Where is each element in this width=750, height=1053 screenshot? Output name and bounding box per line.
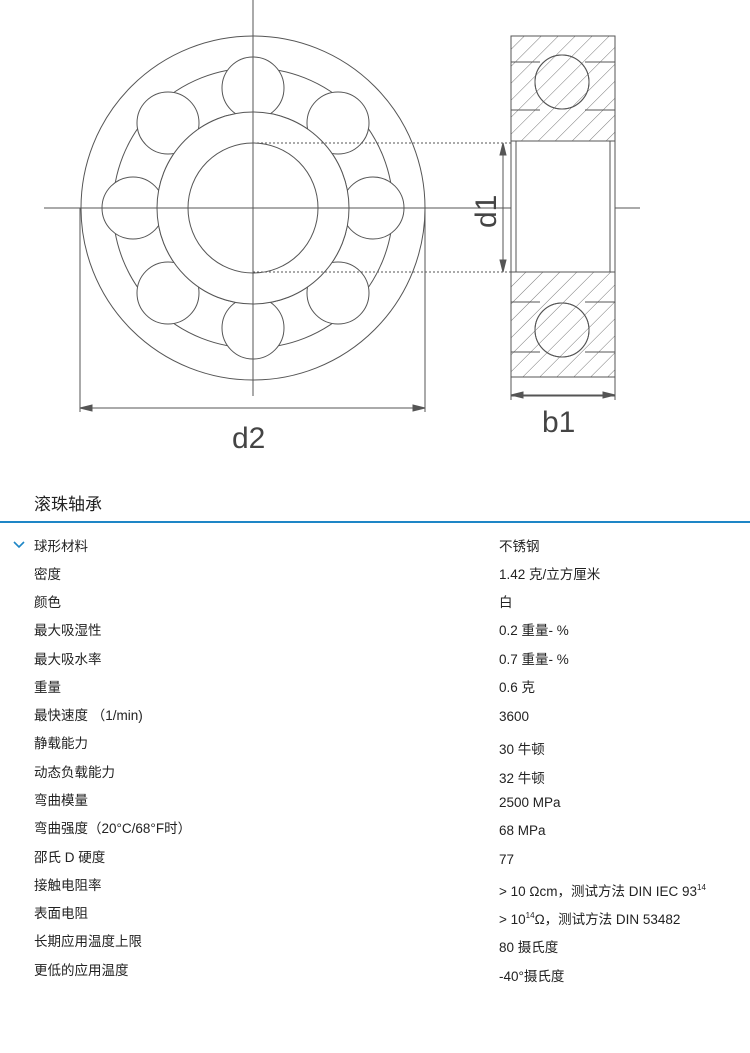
spec-value: 2500 MPa	[499, 795, 561, 810]
spec-label: 最快速度 （1/min)	[34, 708, 143, 723]
superscript: 14	[525, 911, 535, 920]
spec-value: 0.2 重量- %	[499, 623, 569, 638]
table-row: 最大吸湿性 0.2 重量- %	[0, 619, 750, 647]
spec-label: 长期应用温度上限	[34, 934, 142, 949]
table-row: 更低的应用温度 -40°摄氏度	[0, 959, 750, 987]
front-view	[44, 0, 640, 412]
spec-label: 最大吸水率	[34, 652, 102, 667]
d2-dimension	[79, 404, 426, 412]
table-row: 最快速度 （1/min) 3600	[0, 704, 750, 732]
spec-label: 更低的应用温度	[34, 963, 129, 978]
spec-label: 静载能力	[34, 736, 88, 751]
spec-value: 白	[499, 595, 513, 610]
table-row: 球形材料 不锈钢	[0, 535, 750, 563]
table-row: 接触电阻率 > 10 Ωcm，测试方法 DIN IEC 9314	[0, 874, 750, 902]
chevron-down-icon[interactable]	[12, 539, 26, 551]
spec-value: 3600	[499, 709, 530, 724]
table-row: 表面电阻 > 1014Ω，测试方法 DIN 53482	[0, 902, 750, 930]
spec-value: 0.6 克	[499, 680, 536, 695]
table-row: 弯曲模量 2500 MPa	[0, 789, 750, 817]
table-row: 长期应用温度上限 80 摄氏度	[0, 930, 750, 958]
spec-label: 动态负载能力	[34, 765, 115, 780]
spec-value: 30 牛顿	[499, 742, 545, 757]
spec-label: 邵氏 D 硬度	[34, 850, 106, 865]
spec-value: 32 牛顿	[499, 771, 545, 786]
spec-value: 不锈钢	[499, 539, 540, 554]
table-row: 动态负载能力 32 牛顿	[0, 761, 750, 789]
spec-label: 密度	[34, 567, 61, 582]
spec-label: 球形材料	[34, 539, 88, 554]
spec-label: 弯曲强度（20°C/68°F时）	[34, 821, 192, 836]
spec-label: 弯曲模量	[34, 793, 88, 808]
b1-label: b1	[542, 406, 575, 439]
table-row: 重量 0.6 克	[0, 676, 750, 704]
d2-label: d2	[232, 422, 265, 455]
table-row: 邵氏 D 硬度 77	[0, 846, 750, 874]
spec-label: 最大吸湿性	[34, 623, 102, 638]
spec-value: 0.7 重量- %	[499, 652, 569, 667]
table-row: 弯曲强度（20°C/68°F时） 68 MPa	[0, 817, 750, 845]
spec-value: -40°摄氏度	[499, 969, 565, 984]
table-row: 颜色 白	[0, 591, 750, 619]
table-row: 密度 1.42 克/立方厘米	[0, 563, 750, 591]
spec-value: 77	[499, 852, 515, 867]
spec-label: 表面电阻	[34, 906, 88, 921]
spec-value: 80 摄氏度	[499, 940, 559, 955]
superscript: 14	[697, 883, 706, 892]
spec-label: 接触电阻率	[34, 878, 102, 893]
d1-dimension	[499, 142, 507, 273]
side-section-view	[510, 35, 616, 400]
spec-label: 重量	[34, 680, 61, 695]
spec-label: 颜色	[34, 595, 61, 610]
spec-value: 68 MPa	[499, 823, 546, 838]
table-row: 最大吸水率 0.7 重量- %	[0, 648, 750, 676]
section-title: 滚珠轴承	[34, 495, 102, 514]
spec-value: 1.42 克/立方厘米	[499, 567, 601, 582]
spec-value: > 1014Ω，测试方法 DIN 53482	[499, 911, 681, 928]
d1-label: d1	[470, 195, 503, 228]
section-divider	[0, 521, 750, 523]
spec-value: > 10 Ωcm，测试方法 DIN IEC 9314	[499, 883, 706, 900]
table-row: 静载能力 30 牛顿	[0, 732, 750, 760]
bearing-technical-drawing: d2 d1	[44, 0, 640, 455]
b1-dimension	[510, 391, 616, 399]
